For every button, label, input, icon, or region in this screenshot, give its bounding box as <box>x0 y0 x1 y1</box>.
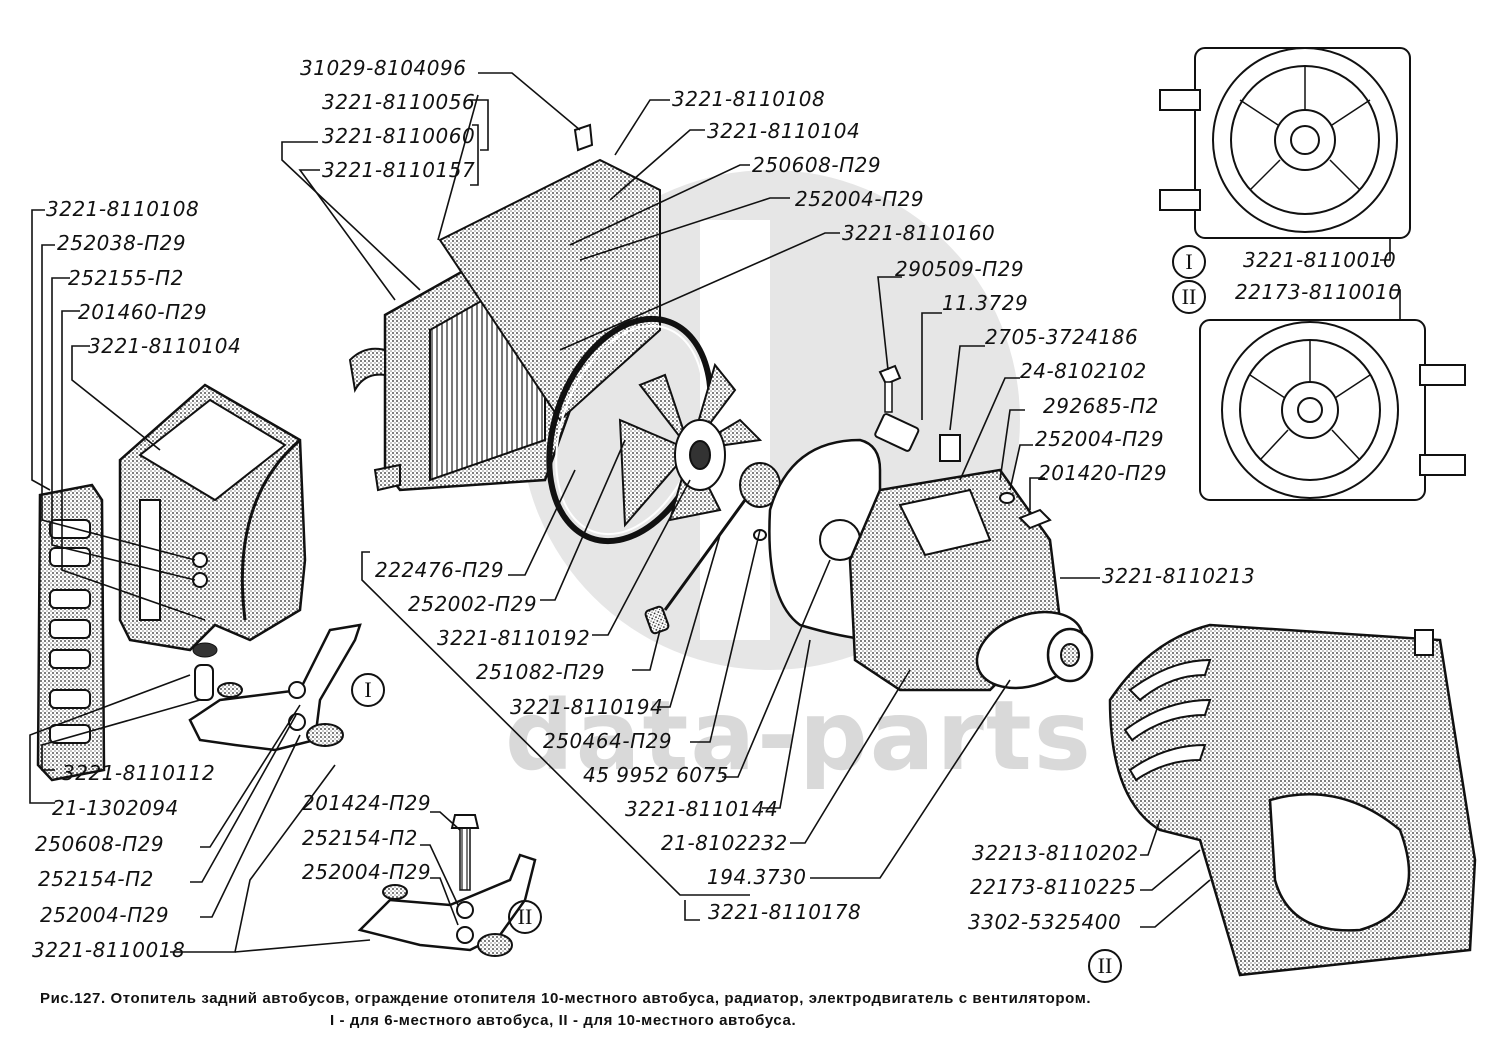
part-label: 32213-8110202 <box>972 841 1139 865</box>
variant-marker-one: I <box>1172 245 1206 279</box>
part-label: 250608-П29 <box>35 832 165 856</box>
part-label: 3221-8110018 <box>32 938 186 962</box>
part-label: 11.3729 <box>942 291 1029 315</box>
part-label: 252004-П29 <box>40 903 170 927</box>
part-label: 3221-8110060 <box>322 124 476 148</box>
part-label: 22173-8110010 <box>1235 280 1402 304</box>
part-label: 21-8102232 <box>661 831 788 855</box>
heater-housing <box>118 383 307 658</box>
part-label: 252004-П29 <box>1035 427 1165 451</box>
part-label: 194.3730 <box>707 865 807 889</box>
watermark-text: data-parts <box>505 680 1093 792</box>
part-label: 3221-8110104 <box>88 334 242 358</box>
variant-marker-two: II <box>1172 280 1206 314</box>
fan-hub <box>644 462 781 635</box>
part-label: 250464-П29 <box>543 729 673 753</box>
part-label: 21-1302094 <box>52 796 179 820</box>
fan-impeller <box>618 362 763 528</box>
part-label: 3221-8110178 <box>708 900 862 924</box>
part-label: 3221-8110144 <box>625 797 779 821</box>
part-label: 251082-П29 <box>476 660 606 684</box>
variant-marker-two: II <box>508 900 542 934</box>
part-label: 252154-П2 <box>302 826 418 850</box>
figure-caption-line-2: I - для 6-местного автобуса, II - для 10… <box>330 1012 797 1029</box>
part-label: 252155-П2 <box>68 266 184 290</box>
part-label: 201424-П29 <box>302 791 432 815</box>
part-label: 201420-П29 <box>1038 461 1168 485</box>
part-label: 252038-П29 <box>57 231 187 255</box>
variant-marker-one: I <box>351 673 385 707</box>
part-label: 3221-8110194 <box>510 695 664 719</box>
figure-caption-line-1: Рис.127. Отопитель задний автобусов, огр… <box>40 990 1092 1007</box>
part-label: 3221-8110108 <box>672 87 826 111</box>
part-label: 250608-П29 <box>752 153 882 177</box>
bracket-variant-two <box>357 814 537 957</box>
part-label: 252154-П2 <box>38 867 154 891</box>
part-label: 3302-5325400 <box>968 910 1122 934</box>
part-label: 45 9952 6075 <box>583 763 729 787</box>
radiator-variant-one-view <box>1159 47 1411 239</box>
part-label: 252004-П29 <box>302 860 432 884</box>
leader-lines <box>29 72 1401 953</box>
radiator-core <box>348 123 661 492</box>
part-label: 3221-8110104 <box>707 119 861 143</box>
part-label: 24-8102102 <box>1020 359 1147 383</box>
radiator-variant-two-view <box>1199 319 1466 501</box>
part-label: 3221-8110192 <box>437 626 591 650</box>
part-label: 252002-П29 <box>408 592 538 616</box>
part-label: 3221-8110056 <box>322 90 476 114</box>
variant-marker-two: II <box>1088 949 1122 983</box>
part-label: 31029-8104096 <box>300 56 467 80</box>
part-label: 292685-П2 <box>1043 394 1159 418</box>
part-label: 252004-П29 <box>795 187 925 211</box>
heater-grille-panel <box>36 483 106 782</box>
heater-guard <box>1108 623 1477 977</box>
part-label: 22173-8110225 <box>970 875 1137 899</box>
part-label: 3221-8110010 <box>1243 248 1397 272</box>
part-label: 2705-3724186 <box>985 325 1139 349</box>
part-label: 222476-П29 <box>375 558 505 582</box>
part-label: 3221-8110108 <box>46 197 200 221</box>
part-label: 3221-8110112 <box>62 761 216 785</box>
electric-motor-housing <box>848 364 1094 692</box>
part-label: 201460-П29 <box>78 300 208 324</box>
part-label: 3221-8110160 <box>842 221 996 245</box>
part-label: 3221-8110213 <box>1102 564 1256 588</box>
part-label: 3221-8110157 <box>322 158 476 182</box>
part-label: 290509-П29 <box>895 257 1025 281</box>
bracket-variant-one <box>188 623 362 752</box>
